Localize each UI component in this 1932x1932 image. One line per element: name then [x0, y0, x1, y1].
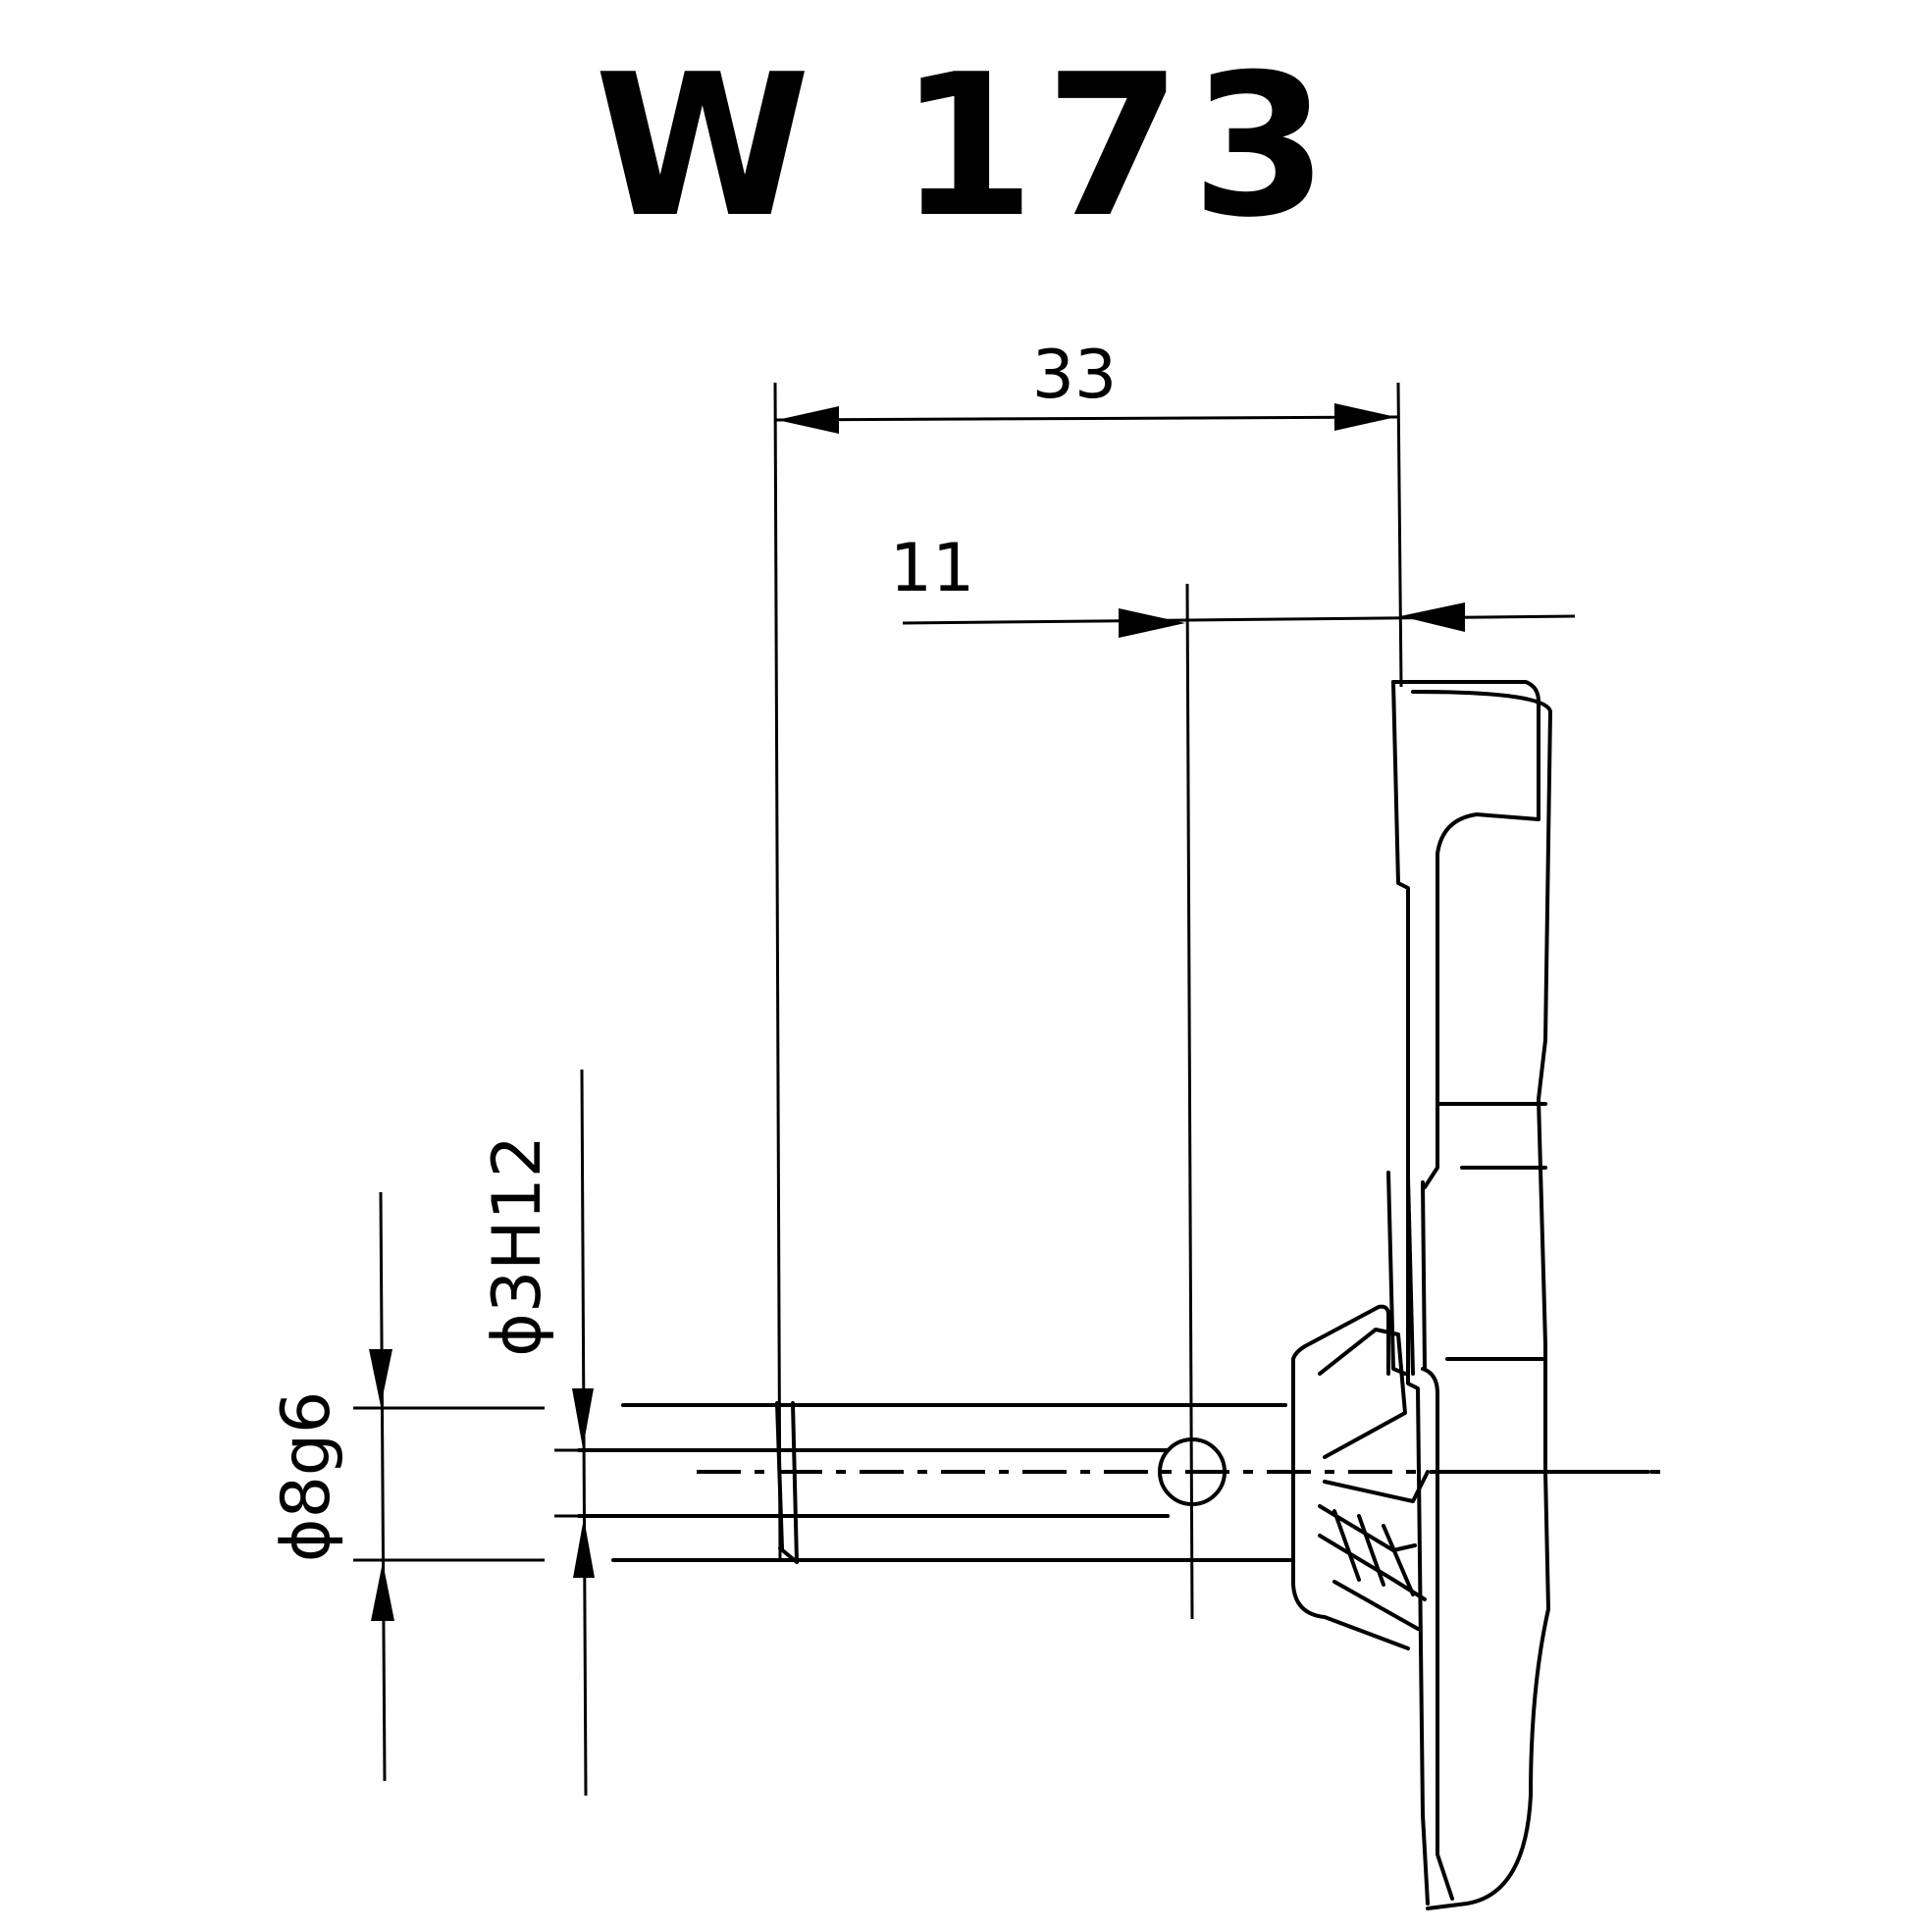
shaft: [577, 1401, 1668, 1564]
dimension-hole-diameter: ϕ3H12: [479, 1069, 687, 1797]
dimension-offset: 11: [890, 530, 1576, 1620]
dimension-11-label: 11: [890, 530, 975, 607]
dimension-shaft-diameter-label: ϕ8g6: [268, 1391, 345, 1563]
hub: [1291, 1304, 1650, 1650]
dimension-33-label: 33: [1032, 337, 1118, 414]
drawing-title: W 173: [594, 32, 1338, 261]
dimension-overall-length: 33: [773, 337, 1403, 1561]
flange-plate: [1386, 680, 1552, 1910]
dimension-shaft-diameter: ϕ8g6: [268, 1191, 545, 1782]
dimension-hole-diameter-label: ϕ3H12: [479, 1135, 556, 1357]
